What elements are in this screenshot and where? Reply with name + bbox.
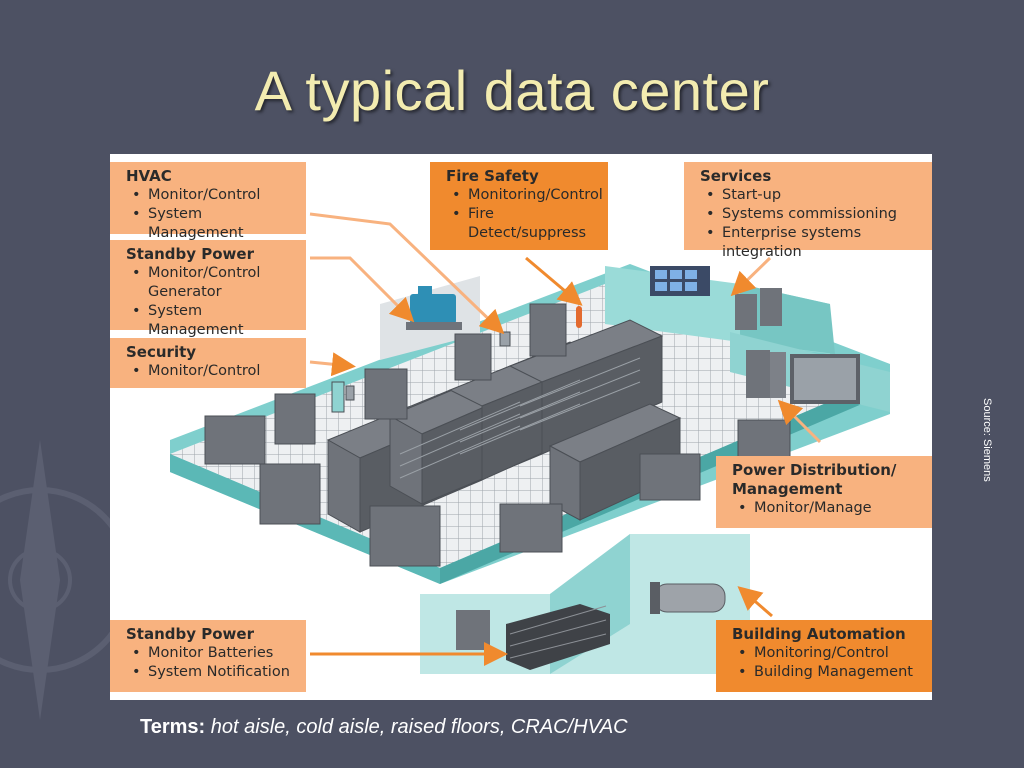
callout-services: Services Start-up Systems commissioning … — [684, 162, 932, 260]
terms-text: hot aisle, cold aisle, raised floors, CR… — [210, 716, 628, 738]
callout-power-distribution-title-2: Management — [732, 480, 843, 498]
callout-fire-safety-item: Monitoring/Control — [446, 186, 603, 205]
rack-vents — [399, 357, 641, 479]
callout-standby-power-top: Standby Power Monitor/Control Generator … — [110, 240, 306, 338]
callout-hvac-title: HVAC — [126, 167, 172, 185]
callout-security: Security Monitor/Control — [110, 338, 306, 388]
callout-arrows — [309, 212, 822, 666]
source-caption: Source: Siemens — [981, 398, 993, 482]
floor-units — [204, 303, 791, 567]
callout-services-title: Services — [700, 167, 772, 185]
callout-services-item: Systems commissioning — [700, 205, 922, 224]
callout-security-item: Monitor/Control — [126, 362, 296, 381]
callout-security-title: Security — [126, 343, 197, 361]
callout-hvac: HVAC Monitor/Control System Management — [110, 162, 306, 241]
callout-power-distribution: Power Distribution/ Management Monitor/M… — [716, 456, 932, 528]
callout-standby-power-bottom-title: Standby Power — [126, 625, 254, 643]
callout-fire-safety: Fire Safety Monitoring/Control Fire Dete… — [430, 162, 608, 250]
data-center-illustration — [170, 212, 890, 674]
callout-power-distribution-item: Monitor/Manage — [732, 499, 922, 518]
callout-power-distribution-title-1: Power Distribution/ — [732, 461, 897, 479]
callout-services-item: Start-up — [700, 186, 922, 205]
callout-standby-power-title: Standby Power — [126, 245, 254, 263]
electrical-room — [730, 332, 890, 412]
terms-label: Terms: — [140, 716, 206, 738]
terms-line: Terms: hot aisle, cold aisle, raised flo… — [140, 716, 628, 739]
callout-building-automation-title: Building Automation — [732, 625, 906, 643]
basement-room — [420, 534, 750, 674]
callout-standby-power-bottom: Standby Power Monitor Batteries System N… — [110, 620, 306, 692]
callout-hvac-item: System Management — [126, 205, 296, 243]
callout-building-automation: Building Automation Monitoring/Control B… — [716, 620, 932, 692]
callout-hvac-item: Monitor/Control — [126, 186, 296, 205]
wall-devices — [331, 306, 582, 413]
callout-standby-power-item: Generator — [148, 284, 222, 300]
callout-standby-power-item: Monitor/Control — [126, 264, 296, 283]
callout-standby-power-bottom-item: Monitor Batteries — [126, 644, 296, 663]
callout-fire-safety-title: Fire Safety — [446, 167, 539, 185]
data-center-diagram: HVAC Monitor/Control System Management S… — [110, 154, 932, 700]
callout-building-automation-item: Monitoring/Control — [732, 644, 922, 663]
callout-standby-power-bottom-item: System Notification — [126, 663, 296, 682]
control-room — [605, 266, 835, 354]
callout-building-automation-item: Building Management — [732, 663, 922, 682]
callout-fire-safety-item: Fire Detect/suppress — [446, 205, 598, 243]
callout-services-item: Enterprise systems integration — [700, 224, 922, 262]
slide-title: A typical data center — [254, 59, 770, 122]
callout-standby-power-item: System Management — [126, 302, 296, 340]
